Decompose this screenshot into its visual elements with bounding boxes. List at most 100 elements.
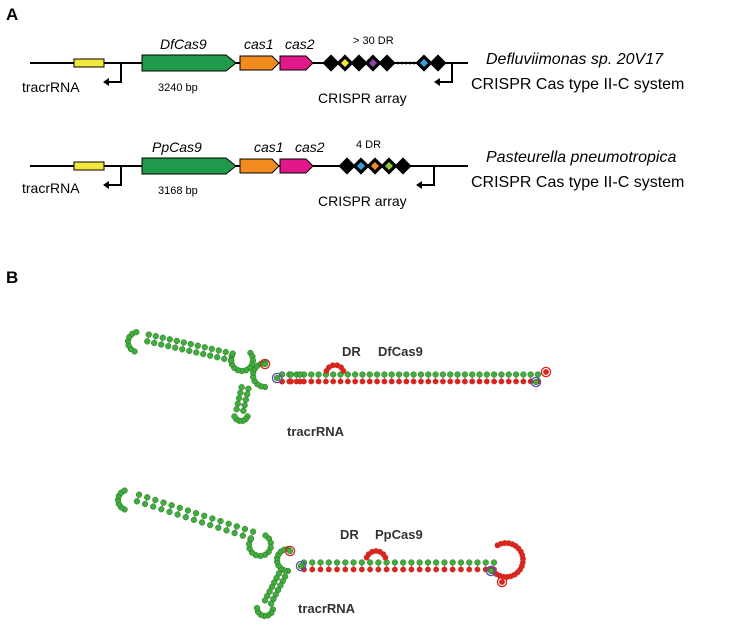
tracr-nucleotide (425, 371, 432, 378)
tracr-nucleotide (194, 342, 201, 349)
tracr-nucleotide (241, 525, 249, 533)
tracr-nucleotide (317, 559, 324, 566)
dr-nucleotide (340, 368, 347, 374)
cas2-gene-2 (279, 158, 314, 174)
tracr-nucleotide (296, 371, 304, 378)
spacer-diamond (356, 161, 366, 171)
tracr-nucleotide (466, 559, 473, 566)
end-marker (540, 366, 552, 378)
tracr-nucleotide (190, 516, 198, 523)
tracr-nucleotide (416, 559, 423, 566)
dr-nucleotide (344, 378, 351, 385)
cas2-gene-1 (279, 55, 314, 71)
tracr-nucleotide (215, 347, 222, 354)
tracr-nucleotide (351, 371, 359, 378)
dr-nucleotide (491, 378, 498, 385)
tracr-nucleotide (174, 511, 181, 518)
promoter-arrow-1 (106, 63, 122, 83)
repeat-diamond (394, 157, 412, 175)
tracr-nucleotide (242, 396, 250, 403)
dr-nucleotide (308, 378, 315, 385)
dr-nucleotide (469, 378, 476, 385)
species-2: Pasteurella pneumotropica (486, 149, 676, 166)
tracr-nucleotide (342, 559, 349, 566)
dr-nucleotide (366, 378, 373, 385)
tracr-nucleotide (152, 333, 159, 340)
tracr-nucleotide (315, 371, 322, 378)
tracr-nucleotide (187, 340, 194, 348)
array-arrow-1 (437, 63, 453, 83)
cas1-name-1: cas1 (244, 36, 274, 52)
dr-nucleotide (425, 566, 431, 573)
cas9-gene-1 (141, 54, 237, 72)
dr-nucleotide (315, 378, 322, 385)
tracr-nucleotide (165, 343, 172, 350)
tracr-nucleotide (168, 502, 175, 509)
tracr-nucleotide (482, 559, 489, 566)
dr-nucleotide (297, 378, 303, 385)
dr-nucleotide (375, 566, 382, 573)
dr-nucleotide (383, 566, 390, 573)
tracr-nucleotide (287, 371, 295, 378)
tracr-nucleotide (410, 371, 417, 378)
tracr-nucleotide (408, 559, 415, 566)
tracr-nucleotide (498, 371, 505, 378)
dr-nucleotide (440, 378, 446, 385)
tracr-nucleotide (249, 528, 257, 535)
tracr-nucleotide (166, 336, 173, 343)
tracr-nucleotide (474, 559, 481, 566)
tracr-nucleotide (333, 559, 341, 566)
dr-label-2: DR (340, 527, 359, 542)
rna-structure-2 (114, 487, 526, 620)
tracr-nucleotide (209, 515, 216, 522)
tracr-nucleotide (179, 346, 186, 353)
ellipsis-dot (404, 61, 408, 65)
ellipsis-dot (408, 61, 412, 65)
crispr-array-2 (338, 157, 412, 175)
dr-nucleotide (520, 378, 527, 385)
dr-nucleotide (367, 566, 373, 573)
tracr-nucleotide (221, 355, 228, 362)
dr-nucleotide (433, 566, 440, 573)
cas9-name-2: PpCas9 (152, 139, 202, 155)
tracr-nucleotide (391, 559, 399, 566)
tracr-nucleotide (388, 371, 395, 378)
tracr-nucleotide (144, 494, 151, 501)
dr-nucleotide (396, 378, 402, 385)
tracr-nucleotide (144, 338, 151, 345)
cas2-name-2: cas2 (295, 139, 325, 155)
dr-nucleotide (342, 566, 349, 573)
repeat-diamond (338, 157, 356, 175)
panel-b-letter: B (6, 268, 18, 287)
tracr-nucleotide (225, 520, 232, 527)
dr-nucleotide (391, 566, 398, 573)
dr-nucleotide (474, 566, 481, 573)
tracr-box-1 (73, 58, 105, 68)
tracr-nucleotide (261, 597, 269, 604)
dr-nucleotide (461, 378, 468, 385)
tracr-nucleotide (297, 562, 305, 570)
end-marker (485, 565, 497, 577)
dr-nucleotide (358, 566, 365, 573)
dr-nucleotide (400, 566, 407, 573)
dr-nucleotide (309, 566, 316, 573)
dr-nucleotide (498, 378, 505, 385)
tracr-nucleotide (145, 331, 152, 338)
dr-label-1: DR (342, 344, 361, 359)
tracr-label-1: tracrRNA (22, 79, 80, 95)
tracr-nucleotide (229, 350, 236, 357)
tracr-nucleotide (267, 600, 275, 607)
dr-nucleotide (403, 378, 410, 385)
repeat-diamond (378, 54, 396, 72)
dr-nucleotide (416, 566, 423, 573)
cas9-bp-1: 3240 bp (158, 82, 198, 94)
tracr-nucleotide (201, 512, 208, 519)
rna-structure-1 (124, 329, 552, 424)
dr-nucleotide (374, 378, 380, 385)
tracr-nucleotide (487, 567, 495, 575)
tracr-rna-label-2: tracrRNA (298, 601, 356, 616)
tracr-nucleotide (447, 371, 454, 378)
tracr-nucleotide (432, 371, 439, 378)
end-marker (530, 376, 542, 388)
tracr-nucleotide (273, 374, 281, 382)
